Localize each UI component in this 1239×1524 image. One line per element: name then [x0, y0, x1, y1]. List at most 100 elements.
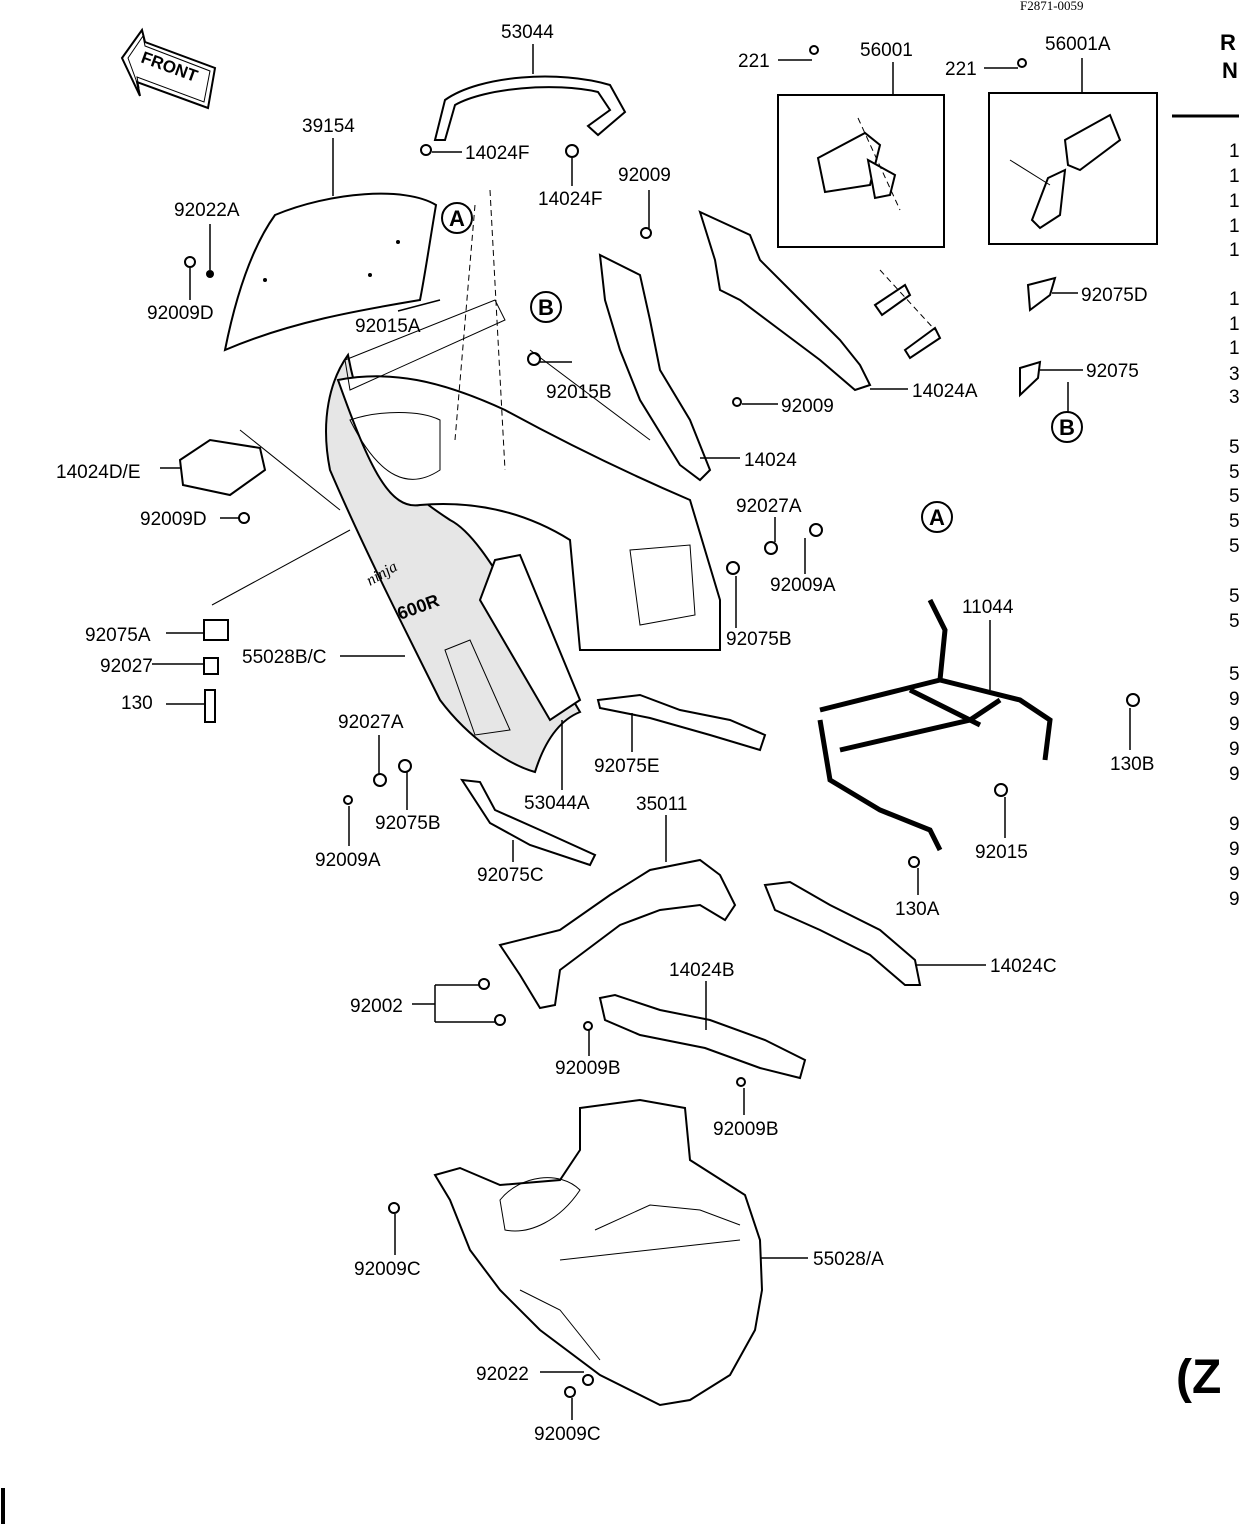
strip-14024B-part: [598, 993, 807, 1080]
leader-lines: [152, 58, 1131, 1420]
svg-text:A: A: [929, 505, 945, 530]
parts-list-char: 1: [1229, 314, 1239, 335]
parts-list-char: 1: [1229, 141, 1239, 162]
inner-brace-14024-part: [598, 253, 712, 482]
circle-ref-B2: B: [1051, 411, 1083, 443]
svg-text:B: B: [1059, 415, 1075, 440]
parts-list-char: 9: [1229, 814, 1239, 835]
label-11044: 11044: [962, 597, 1014, 618]
parts-list-char: 5: [1229, 486, 1239, 507]
label-14024B: 14024B: [669, 960, 735, 981]
parts-list-char: 9: [1229, 764, 1239, 785]
cowl-stay-frame-part: [817, 598, 1053, 852]
bracket-53044-part: [433, 75, 627, 141]
label-92009B: 92009B: [713, 1119, 779, 1140]
parts-list-column: 1 1 1 1 1 1 1 1 33 5 5 5 5 5 5 5 5 9 9 9 9 9 9 9 9: [1229, 141, 1239, 910]
label-92022: 92022: [476, 1364, 529, 1385]
label-92075B: 92075B: [726, 629, 792, 650]
column-header-r: R: [1220, 30, 1236, 55]
front-arrow-icon: FRONT: [120, 27, 217, 110]
parts-list-char: 9: [1229, 714, 1239, 735]
label-92015: 92015: [975, 842, 1028, 863]
parts-list-char: 1: [1229, 216, 1239, 237]
label-55028A: 55028/A: [813, 1249, 884, 1270]
label-14024DE: 14024D/E: [56, 462, 141, 483]
parts-list-char: 9: [1229, 889, 1239, 910]
circle-ref-A2: A: [921, 501, 953, 533]
parts-list-char: 9: [1229, 864, 1239, 885]
clip-part: [903, 326, 942, 360]
parts-list-char: 5: [1229, 536, 1239, 557]
label-92027A: 92027A: [338, 712, 404, 733]
label-92009C: 92009C: [354, 1259, 421, 1280]
parts-list-char: 5: [1229, 664, 1239, 685]
parts-list-char: 5: [1229, 511, 1239, 532]
label-14024: 14024: [744, 450, 797, 471]
circle-ref-A1: A: [441, 202, 473, 234]
label-92009D: 92009D: [147, 303, 214, 324]
label-56001: 56001: [860, 40, 913, 61]
label-55028BC: 55028B/C: [242, 647, 327, 668]
parts-list-char: 3: [1229, 364, 1239, 385]
parts-list-char: 5: [1229, 437, 1239, 458]
panel-14024DE-part: [178, 438, 267, 497]
parts-list-char: 3: [1229, 387, 1239, 408]
label-14024C: 14024C: [990, 956, 1057, 977]
parts-list-char: 1: [1229, 338, 1239, 359]
label-14024A: 14024A: [912, 381, 978, 402]
label-14024F: 14024F: [465, 143, 529, 164]
upper-cowl-part: ninja 600R: [325, 299, 721, 774]
label-92075B: 92075B: [375, 813, 441, 834]
label-92002: 92002: [350, 996, 403, 1017]
label-39154: 39154: [302, 116, 355, 137]
clip-92075-part: [1019, 360, 1042, 398]
model-tag: (Z: [1176, 1351, 1221, 1404]
label-221: 221: [738, 51, 770, 72]
mirror-56001A-part: [1030, 113, 1122, 230]
parts-list-char: 1: [1229, 240, 1239, 261]
ref-code: F2871-0059: [1020, 0, 1084, 13]
label-14024F: 14024F: [538, 189, 602, 210]
label-53044A: 53044A: [524, 793, 590, 814]
label-35011: 35011: [636, 794, 687, 815]
label-56001A: 56001A: [1045, 34, 1111, 55]
label-130: 130: [121, 693, 153, 714]
parts-list-char: 1: [1229, 289, 1239, 310]
circle-ref-B1: B: [530, 291, 562, 323]
label-92075A: 92075A: [85, 625, 151, 646]
parts-list-char: 9: [1229, 739, 1239, 760]
strip-14024C-part: [763, 880, 922, 986]
label-92009: 92009: [781, 396, 834, 417]
lower-cowl-part: [433, 1098, 764, 1407]
label-92075E: 92075E: [594, 756, 660, 777]
clip-part: [873, 283, 912, 317]
clip-92075D-part: [1026, 276, 1057, 312]
label-92015B: 92015B: [546, 382, 612, 403]
label-130B: 130B: [1110, 754, 1154, 775]
label-92009B: 92009B: [555, 1058, 621, 1079]
label-92075D: 92075D: [1081, 285, 1148, 306]
mirror-56001-part: [816, 131, 897, 200]
label-92027A: 92027A: [736, 496, 802, 517]
parts-list-char: 5: [1229, 611, 1239, 632]
label-92009A: 92009A: [315, 850, 381, 871]
column-header-n: N: [1222, 58, 1238, 83]
label-92009A: 92009A: [770, 575, 836, 596]
parts-list-char: 1: [1229, 166, 1239, 187]
parts-list-char: 5: [1229, 586, 1239, 607]
mirror-56001A-box: [988, 92, 1158, 245]
label-92075C: 92075C: [477, 865, 544, 886]
parts-list-char: 1: [1229, 191, 1239, 212]
label-92022A: 92022A: [174, 200, 240, 221]
lower-stay-35011-part: [498, 858, 737, 1010]
strip-92075E-part: [596, 693, 767, 752]
label-92009: 92009: [618, 165, 671, 186]
windshield-part: [223, 192, 438, 352]
parts-list-char: 5: [1229, 462, 1239, 483]
inner-brace-14024A-part: [698, 210, 872, 392]
parts-list-char: 9: [1229, 839, 1239, 860]
parts-list-char: 9: [1229, 689, 1239, 710]
label-53044: 53044: [501, 22, 554, 43]
